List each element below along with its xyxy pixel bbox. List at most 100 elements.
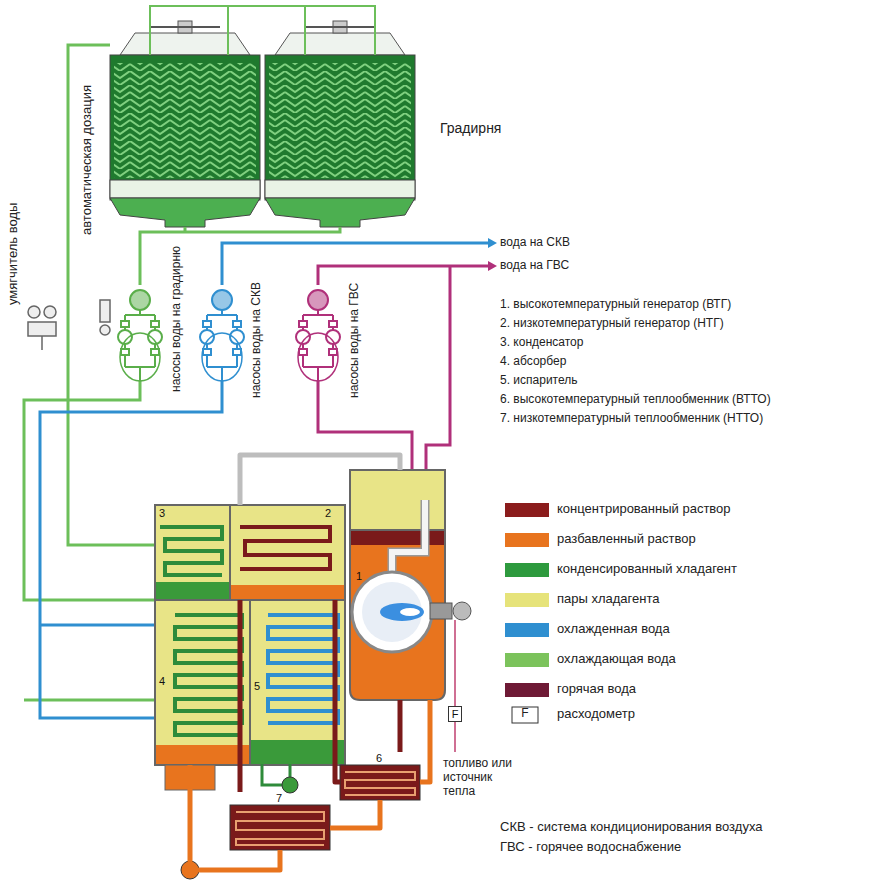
drawing-part <box>454 620 456 752</box>
text-label: 3. конденсатор <box>500 336 583 350</box>
drawing-part <box>175 615 242 735</box>
drawing-part <box>240 527 330 569</box>
drawing-part <box>345 772 415 795</box>
callout-number: 4 <box>159 675 165 688</box>
drawing-part <box>222 243 488 285</box>
text-label: топливо или источник тепла <box>443 757 519 798</box>
drawing-part <box>453 602 471 620</box>
component-area: 5 <box>250 600 345 765</box>
drawing-part <box>488 238 497 248</box>
drawing-part <box>24 45 165 700</box>
drawing-part <box>118 290 162 381</box>
text-label: насосы воды на градирню <box>170 246 184 392</box>
legend-text: горячая вода <box>557 682 636 697</box>
drawing-part <box>251 740 344 764</box>
text-label: Градирня <box>440 120 501 136</box>
drawing-part <box>268 615 338 723</box>
component-area: 2 <box>230 505 345 600</box>
text-label: 6. высокотемпературный теплообменник (ВТ… <box>500 393 771 407</box>
text-label: вода на ГВС <box>500 259 569 273</box>
flowmeter-box: F <box>448 706 462 722</box>
legend-text: пары хладагента <box>557 592 660 607</box>
drawing-part <box>392 500 425 572</box>
legend-swatch <box>505 593 549 607</box>
drawing-part <box>351 531 444 545</box>
drawing-part <box>392 500 425 572</box>
drawing-part <box>156 582 229 599</box>
legend-swatch <box>505 623 549 637</box>
drawing-part <box>28 300 110 350</box>
drawing-part <box>155 505 345 765</box>
pipe-connector <box>330 800 380 828</box>
pipe-connector <box>240 455 400 505</box>
drawing-part <box>296 290 340 381</box>
callout-number: 2 <box>325 507 331 520</box>
text-label: умягчитель воды <box>6 203 21 305</box>
callout-number: 1 <box>356 570 362 583</box>
drawing-part <box>236 812 324 845</box>
text-label: насосы воды на ГВС <box>348 283 362 398</box>
component-area: 7 <box>230 792 330 850</box>
component-area: 3 <box>155 505 230 600</box>
legend-swatch <box>505 653 549 667</box>
drawing-part <box>430 603 452 619</box>
legend-swatch <box>505 683 549 697</box>
drawing-part <box>160 527 222 575</box>
callout-number: 3 <box>159 507 165 520</box>
drawing-part <box>155 505 345 765</box>
pipe-connector <box>190 765 280 870</box>
drawing-part <box>352 572 432 652</box>
drawing-part <box>282 777 298 793</box>
text-label: 2. низкотемпературный генератор (НТГ) <box>500 317 724 331</box>
legend-swatch <box>505 563 549 577</box>
callout-number: 6 <box>376 752 382 765</box>
flowmeter-symbol-label: F <box>521 707 528 721</box>
drawing-part <box>156 745 249 764</box>
text-label: 7. низкотемпературный теплообменник (НТТ… <box>500 412 763 426</box>
callout-number: 7 <box>276 792 282 805</box>
pipe-connector <box>238 600 243 792</box>
legend-text: расходометр <box>557 707 635 722</box>
text-label: 5. испаритель <box>500 374 577 388</box>
pipe-connector <box>335 600 340 782</box>
text-label: вода на СКВ <box>500 236 570 250</box>
legend-text: концентрированный раствор <box>557 502 731 517</box>
text-label: СКВ - система кондиционирования воздуха <box>500 820 762 835</box>
drawing-part <box>488 261 497 271</box>
drawing-part <box>265 21 415 227</box>
drawing-part <box>100 325 110 335</box>
legend-text: охлажденная вода <box>557 622 670 637</box>
drawing-part <box>512 707 538 723</box>
drawing-part <box>230 805 330 850</box>
legend-swatch <box>505 533 549 547</box>
legend-text: разбавленный раствор <box>557 532 696 547</box>
component-area: 4 <box>155 600 250 765</box>
drawing-part <box>44 306 56 318</box>
text-label: 4. абсорбер <box>500 355 566 369</box>
pipe-connector <box>420 700 430 782</box>
drawing-part <box>400 608 420 616</box>
drawing-part <box>350 470 445 530</box>
drawing-part <box>41 336 43 350</box>
pipe-connector <box>398 700 403 752</box>
callout-number: F <box>452 708 459 721</box>
legend-text: конденсированный хладагент <box>557 562 737 577</box>
drawing-part <box>150 6 375 55</box>
drawing-part <box>231 585 344 599</box>
text-label: ГВС - горячее водоснабжение <box>500 840 681 855</box>
drawing-part <box>340 765 420 800</box>
component-area: 1 <box>350 470 445 700</box>
drawing-part <box>28 322 56 336</box>
legend-swatch <box>505 503 549 517</box>
text-label: 1. высокотемпературный генератор (ВТГ) <box>500 298 731 312</box>
drawing-part <box>100 300 110 322</box>
callout-number: 5 <box>254 680 260 693</box>
drawing-part <box>318 266 488 285</box>
text-label: автоматическая дозация <box>80 85 95 235</box>
drawing-part <box>380 603 424 621</box>
legend-text: охлаждающая вода <box>557 652 676 667</box>
drawing-part <box>110 21 260 227</box>
drawing-part <box>28 306 40 318</box>
component-area: 6 <box>340 752 420 800</box>
